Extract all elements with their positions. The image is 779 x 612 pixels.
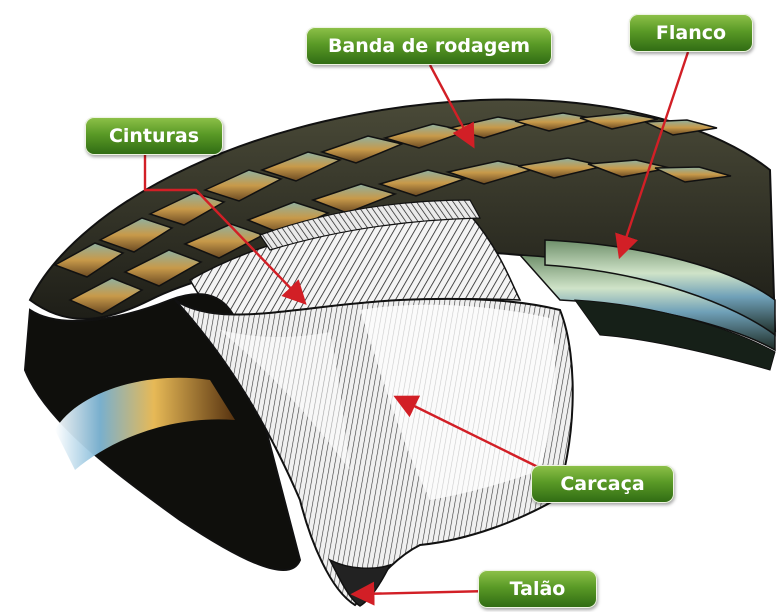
label-talao: Talão (478, 570, 597, 608)
label-banda-de-rodagem: Banda de rodagem (306, 27, 552, 65)
label-flanco: Flanco (629, 14, 753, 52)
arrow-talao (360, 591, 490, 594)
label-carcaca: Carcaça (531, 465, 674, 503)
label-cinturas: Cinturas (85, 117, 223, 155)
